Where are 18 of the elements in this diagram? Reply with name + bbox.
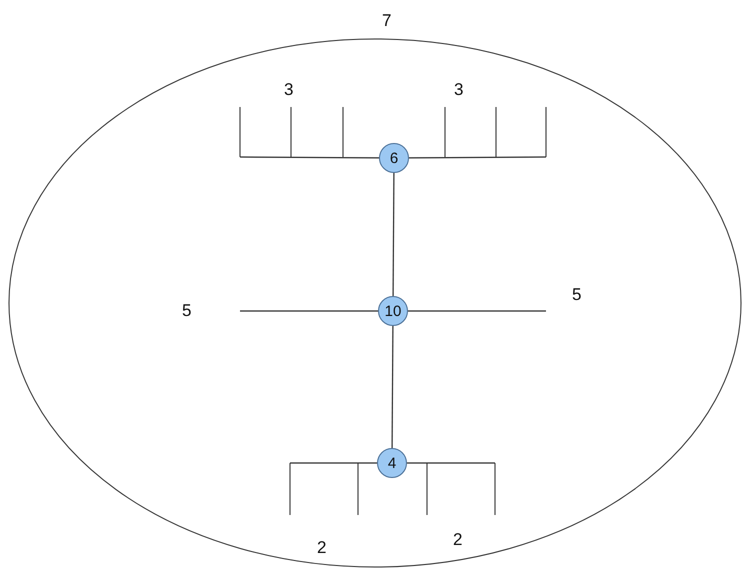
number-label: 2	[317, 539, 326, 556]
number-label: 2	[453, 531, 462, 548]
number-circle: 4	[377, 448, 407, 478]
number-label: 5	[182, 302, 192, 319]
connector-line	[408, 310, 546, 312]
connector-line	[240, 156, 379, 158]
connector-line	[407, 462, 495, 464]
connector-line	[290, 462, 377, 464]
connector-line	[392, 326, 394, 448]
connector-line	[409, 156, 546, 158]
connector-line	[392, 173, 394, 296]
number-label: 3	[454, 81, 464, 98]
number-label: 5	[572, 286, 582, 303]
number-circle: 6	[379, 143, 409, 173]
ellipse-label: 7	[382, 12, 392, 29]
number-label: 3	[284, 81, 294, 98]
number-circle: 10	[378, 296, 408, 326]
connector-line	[240, 310, 378, 312]
